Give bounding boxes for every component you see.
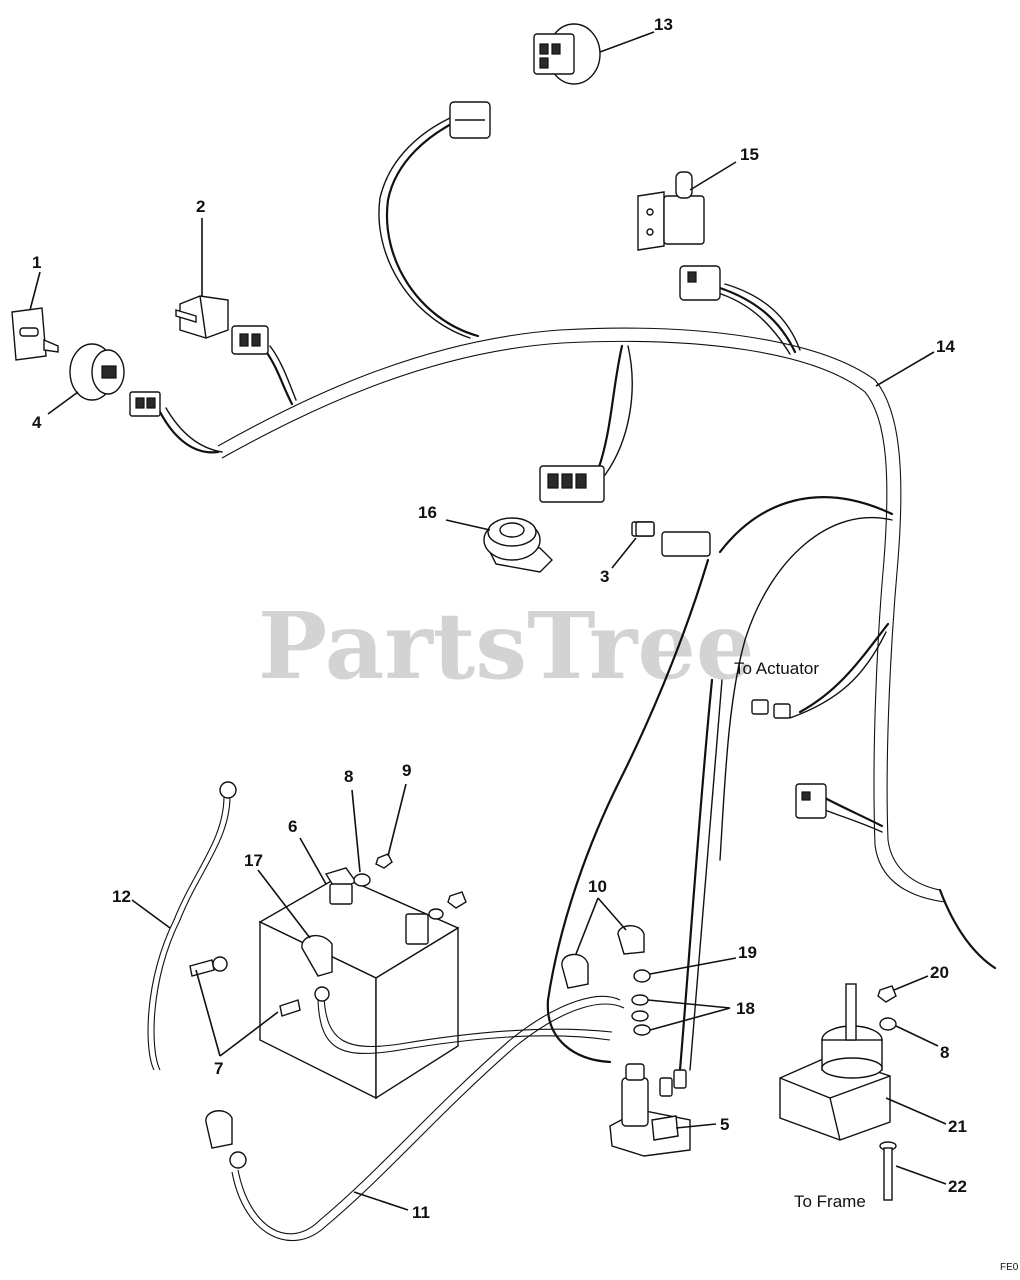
- part-3-connector: [635, 521, 655, 537]
- callout-18: 18: [736, 999, 755, 1018]
- callout-1: 1: [32, 253, 41, 272]
- leader-lines: [29, 31, 947, 1211]
- corner-code: FE0: [1000, 1262, 1019, 1273]
- battery-nut-right: [428, 891, 467, 920]
- branch-to-switch-4: [129, 391, 223, 454]
- callout-6: 6: [288, 817, 297, 836]
- part-8-washer-right: [879, 1017, 897, 1031]
- callout-22: 22: [948, 1177, 967, 1196]
- branch-to-upper-connector: [378, 101, 491, 339]
- callout-8-top: 8: [344, 767, 353, 786]
- part-4-switch: [69, 343, 125, 401]
- branch-to-actuator: [751, 622, 890, 719]
- callout-11: 11: [412, 1203, 430, 1222]
- part-21-actuator: [779, 983, 891, 1141]
- main-harness: [217, 327, 997, 970]
- callout-19: 19: [738, 943, 757, 962]
- callout-10: 10: [588, 877, 607, 896]
- part-15-switch: [637, 171, 705, 251]
- callout-2: 2: [196, 197, 205, 216]
- branch-to-side-connector: [795, 783, 884, 833]
- callout-8-right: 8: [940, 1043, 949, 1062]
- branch-to-relay-2: [231, 325, 297, 406]
- battery-to-solenoid-cable: [314, 986, 613, 1054]
- callout-20: 20: [930, 963, 949, 982]
- part-19-nut: [633, 969, 651, 983]
- part-1-bracket: [11, 307, 59, 361]
- callout-7: 7: [214, 1059, 223, 1078]
- callout-17: 17: [244, 851, 263, 870]
- part-9-nut: [375, 853, 393, 869]
- note-to-frame: To Frame: [794, 1192, 866, 1211]
- callout-14: 14: [936, 337, 955, 356]
- part-11-cable: [205, 995, 625, 1242]
- part-12-cable: [147, 781, 237, 1071]
- callout-labels: 1 2 3 4 5 6 7 8 9 10 11 12 13 14 15 16 1…: [32, 15, 967, 1222]
- part-10-boots: [561, 925, 645, 989]
- part-2-relay: [175, 295, 229, 339]
- branch-to-switch-15: [679, 265, 801, 355]
- part-13-switch: [533, 23, 601, 85]
- part-17-terminal-boot: [301, 934, 333, 977]
- callout-21: 21: [948, 1117, 967, 1136]
- callout-15: 15: [740, 145, 759, 164]
- part-16-buzzer: [483, 517, 553, 573]
- callout-3: 3: [600, 567, 609, 586]
- part-8-washer-battery: [353, 873, 371, 887]
- callout-5: 5: [720, 1115, 729, 1134]
- callout-16: 16: [418, 503, 437, 522]
- part-5-solenoid: [609, 1063, 691, 1157]
- part-22-bolt: [879, 1141, 897, 1201]
- part-6-battery: [258, 867, 460, 1100]
- callout-12: 12: [112, 887, 131, 906]
- callout-9: 9: [402, 761, 411, 780]
- note-to-actuator: To Actuator: [734, 659, 819, 678]
- part-18-washers: [631, 994, 651, 1036]
- branch-to-lower-connector: [539, 344, 633, 503]
- callout-13: 13: [654, 15, 673, 34]
- watermark: PartsTree: [258, 592, 754, 700]
- part-20-nut: [877, 985, 897, 1003]
- callout-4: 4: [32, 413, 42, 432]
